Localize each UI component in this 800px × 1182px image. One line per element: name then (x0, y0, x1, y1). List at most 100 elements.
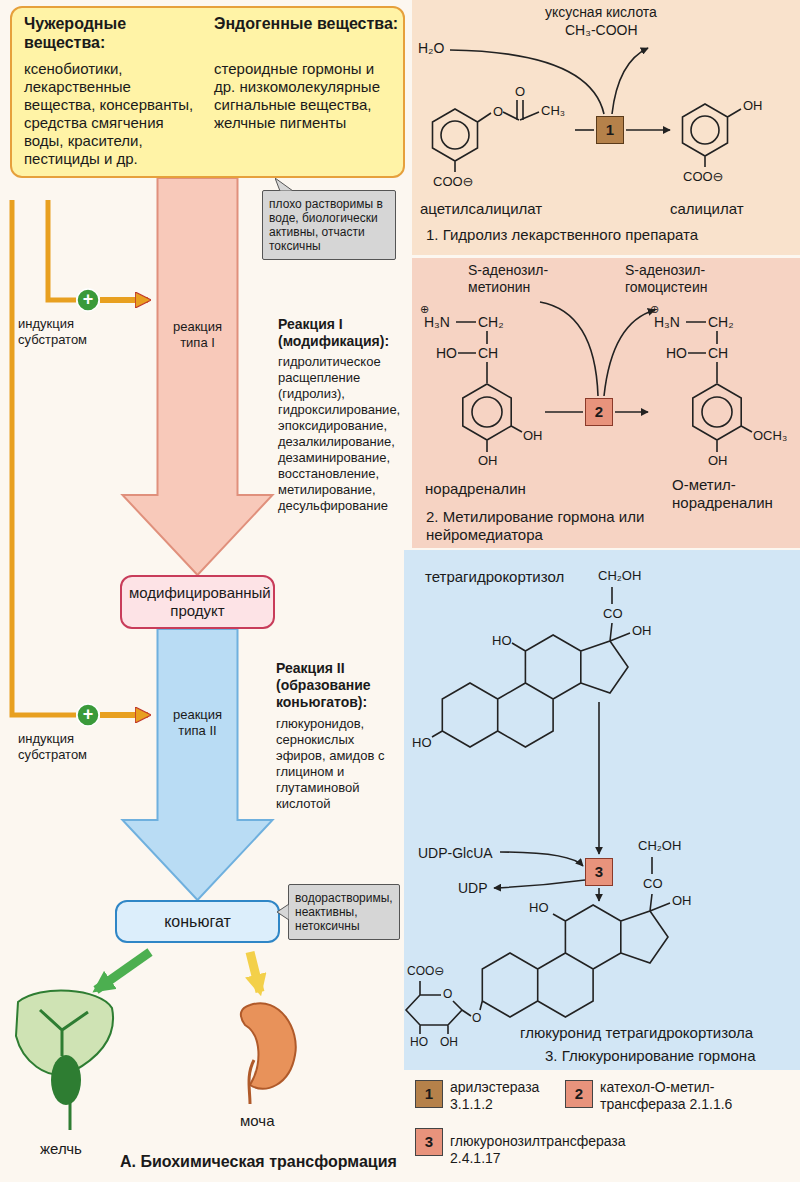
enzyme-number: 2 (586, 399, 612, 425)
text-holder: OH (440, 1035, 458, 1049)
text-holder: Реакция II (образование коньюгатов): (276, 660, 398, 711)
process-box: модифицированный продукт (120, 575, 275, 629)
text-label: Реакция I (модификация): (278, 316, 403, 350)
text-label: H₃N (424, 314, 450, 331)
text-holder: COO⊖ (683, 169, 724, 185)
text-holder: O (515, 84, 525, 100)
text-holder: арилэстераза 3.1.1.2 (450, 1079, 555, 1113)
text-holder: А. Биохимическая трансформация (120, 1152, 397, 1171)
text-holder: индукция субстратом (18, 316, 103, 348)
reaction-arrow (545, 411, 583, 413)
text-holder: OH (672, 893, 692, 909)
text-holder: UDP-GlcUA (418, 845, 493, 862)
enzyme-box: 2 (585, 398, 613, 426)
text-holder: CH₃-COOH (565, 22, 638, 39)
plus-circle (77, 289, 99, 311)
legend-text: глюкуронозилтрансфераза 2.4.1.17 (450, 1133, 680, 1167)
text-label: OH (708, 453, 728, 469)
text-holder: CO (643, 876, 663, 892)
text-holder: HO (529, 900, 549, 916)
box-text: Чужеродные вещества: (24, 14, 204, 52)
ureter (249, 1060, 254, 1104)
text-label: CH (708, 345, 728, 362)
text-holder: CH (708, 345, 728, 362)
text-label: OH (440, 1035, 458, 1049)
text-holder: гидролитическое расщепление (гидролиз), … (278, 354, 406, 514)
text-holder: CH₂OH (598, 568, 641, 584)
enzyme-number: 3 (586, 859, 612, 885)
text-holder: O (472, 1011, 481, 1025)
text-label: UDP-GlcUA (418, 845, 493, 862)
text-label: HO (492, 633, 512, 649)
text-label: O (493, 104, 503, 120)
box-text: ксенобиотики, лекарственные вещества, ко… (24, 60, 204, 168)
text-label: O (472, 1011, 481, 1025)
enzyme-box: 1 (596, 116, 624, 144)
bile-duct (40, 1010, 88, 1130)
legend-swatch: 2 (565, 1080, 593, 1108)
process-box: коньюгат (115, 900, 280, 943)
legend-swatch: 1 (415, 1080, 443, 1108)
reaction-arrow (626, 129, 670, 131)
box-text: модифицированный продукт (129, 584, 266, 620)
kidney-drawing (241, 1003, 296, 1104)
text-label: OH (523, 428, 543, 444)
text-label: CO (643, 876, 663, 892)
bile-arrow (96, 952, 150, 990)
callout-text: водорастворимы, неактивны, нетоксичны (295, 891, 393, 933)
text-label: HO (666, 345, 687, 362)
figure-caption: А. Биохимическая трансформация (120, 1152, 397, 1171)
text-label: HO (410, 1035, 428, 1049)
plus-circle (77, 704, 99, 726)
text-holder: тетрагидрокортизол (425, 568, 564, 586)
text-label: глюкуронидов, сернокислых эфиров, амидов… (276, 716, 398, 812)
text-label: CH₂OH (598, 568, 641, 584)
text-label: H₂O (418, 40, 444, 57)
text-holder: OH (632, 623, 652, 639)
reaction-panel: 3. Глюкуронирование гормона 3 (404, 550, 800, 1070)
text-holder: CH₂OH (638, 838, 681, 854)
text-label: UDP (458, 880, 488, 897)
text-holder: S-аденозил-метионин (468, 262, 568, 296)
induction-arrow (100, 712, 148, 718)
plus-sign: + (82, 289, 94, 309)
callout-number: 1 (416, 1081, 442, 1107)
text-label: COO⊖ (433, 174, 474, 190)
induction-line (48, 200, 76, 300)
text-label: OH (672, 893, 692, 909)
text-label: OH (743, 98, 763, 114)
edge-label: реакция типа II (165, 707, 231, 739)
text-holder: 2. Метилирование гормона или нейромедиат… (426, 508, 696, 544)
excretion-arrows (96, 952, 260, 992)
text-holder: H₃N (654, 314, 680, 331)
text-label: О-метил-норадреналин (672, 476, 792, 512)
box-text: Эндогенные вещества: (214, 14, 399, 33)
text-holder: CH (478, 345, 498, 362)
panel-caption: 3. Глюкуронирование гормона (545, 1047, 795, 1065)
text-holder: CO (603, 606, 623, 622)
text-label: CH₃-COOH (565, 22, 638, 39)
text-label: индукция субстратом (18, 731, 103, 763)
text-label: глюкуронид тетрагидрокортизола (520, 1024, 753, 1042)
text-label: H₃N (654, 314, 680, 331)
enzyme-number: 1 (597, 117, 623, 143)
text-holder: OH (523, 428, 543, 444)
text-holder: OH (708, 453, 728, 469)
text-label: гидролитическое расщепление (гидролиз), … (278, 354, 406, 514)
text-holder: + (82, 704, 94, 724)
panel-caption: 2. Метилирование гормона или нейромедиат… (426, 508, 696, 544)
induction-arrow (100, 297, 148, 303)
text-holder: желчь (40, 1140, 82, 1158)
callout-number: 3 (416, 1129, 442, 1155)
edge-label: реакция типа I (165, 319, 231, 351)
plus-sign: + (82, 704, 94, 724)
text-holder: 1. Гидролиз лекарственного препарата (426, 226, 786, 244)
box-text: стероидные гормоны и др. низкомолекулярн… (214, 60, 399, 132)
text-holder: Реакция I (модификация): (278, 316, 403, 350)
text-label: CH₂OH (638, 838, 681, 854)
panel-caption: 1. Гидролиз лекарственного препарата (426, 226, 786, 244)
source-box: Чужеродные вещества: ксенобиотики, лекарс… (10, 6, 405, 178)
text-holder: моча (240, 1112, 274, 1130)
text-holder: COO⊖ (433, 174, 474, 190)
text-label: OCH₃ (753, 428, 787, 444)
